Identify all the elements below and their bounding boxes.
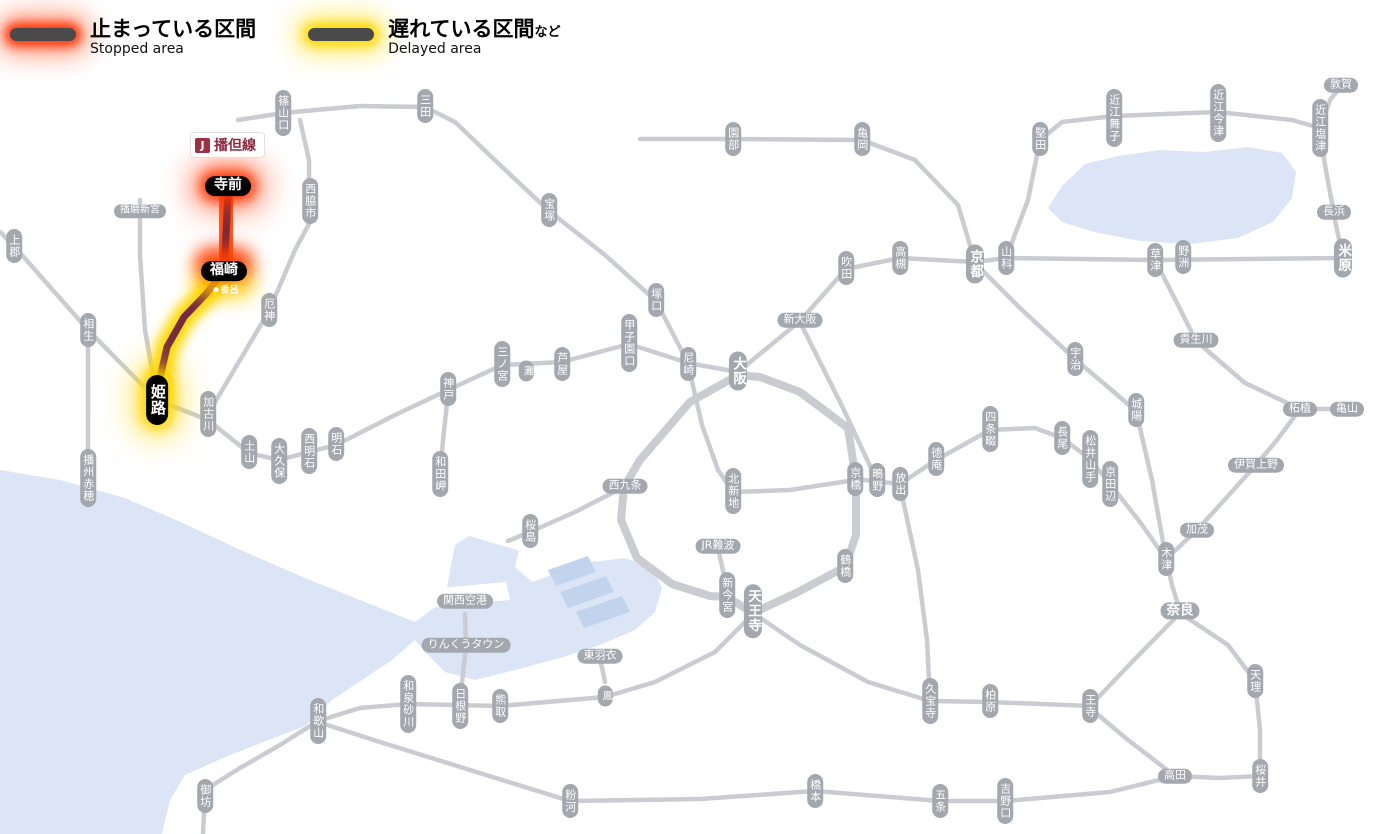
legend-stopped-sublabel: Stopped area (90, 41, 184, 58)
rail-line (597, 655, 608, 685)
water-pier-2 (560, 576, 614, 608)
line-badge-name: 播但線 (214, 138, 256, 154)
rail-line (637, 136, 978, 265)
legend-stopped-label: 止まっている区間 (90, 17, 257, 41)
rail-line (735, 255, 978, 375)
rail-line (1163, 406, 1303, 562)
line-badge-bantan: J 播但線 (190, 132, 265, 158)
rail-line (1087, 705, 1178, 779)
rail-line (972, 255, 1346, 265)
legend-delayed-text: 遅れている区間など Delayed area (388, 17, 561, 58)
legend-delayed-sublabel: Delayed area (388, 41, 482, 58)
stopped-area-swatch-icon (10, 28, 76, 41)
water-pier-1 (548, 556, 596, 586)
rail-line (315, 719, 1178, 804)
rail-line (205, 117, 312, 417)
jr-west-logo-icon: J (195, 137, 210, 153)
rail-line (0, 229, 160, 403)
bantan-line-highlight (155, 188, 232, 406)
rail-line (1163, 556, 1183, 614)
rail-line (797, 319, 880, 484)
rail-line (1152, 257, 1303, 412)
rail-line (137, 197, 160, 401)
rail-line (505, 484, 627, 544)
rail-line (315, 611, 756, 724)
legend-item-stopped: 止まっている区間 Stopped area (10, 17, 257, 58)
rail-line (235, 103, 691, 366)
rail-line (1317, 83, 1346, 261)
water-osaka-bay (0, 470, 662, 834)
rail-line (1003, 109, 1323, 261)
rail-line (437, 391, 451, 479)
delayed-area-swatch-icon (308, 28, 375, 41)
legend-delayed-label: 遅れている区間など (388, 17, 561, 41)
rail-line (972, 260, 1169, 562)
legend-item-delayed: 遅れている区間など Delayed area (308, 17, 561, 58)
rail-line (1172, 610, 1263, 781)
water-pier-3 (576, 596, 630, 628)
legend: 止まっている区間 Stopped area 遅れている区間など Delayed … (10, 17, 561, 58)
rail-line (852, 425, 1169, 562)
legend-stopped-text: 止まっている区間 Stopped area (90, 17, 257, 58)
rail-line (750, 610, 1183, 709)
rail-line (897, 483, 933, 703)
rail-line (715, 545, 730, 597)
water-lake-biwa (1048, 147, 1296, 244)
